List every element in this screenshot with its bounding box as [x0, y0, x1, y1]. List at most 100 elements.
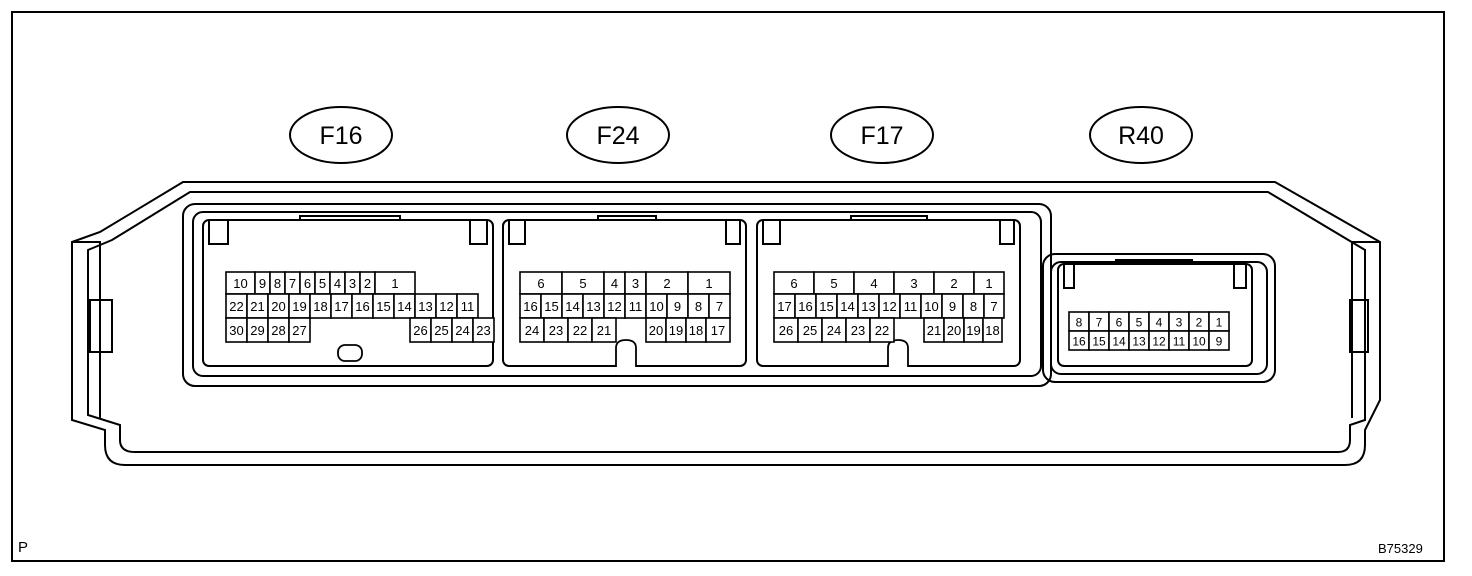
- pin-number: 15: [376, 299, 390, 314]
- callout-ellipse: [830, 106, 934, 164]
- pin-number: 11: [629, 299, 643, 314]
- pin-number: 1: [705, 276, 712, 291]
- pin-number: 6: [1116, 316, 1123, 330]
- pin-number: 23: [851, 323, 865, 338]
- pin-number: 26: [779, 323, 793, 338]
- pin-number: 13: [1132, 335, 1146, 349]
- pin-number: 18: [689, 323, 703, 338]
- pin-number: 22: [229, 299, 243, 314]
- pin-number: 2: [950, 276, 957, 291]
- pin-cell: [543, 317, 569, 343]
- guide-pin-slot: [337, 344, 363, 362]
- connector-callout-f24: F24: [566, 106, 670, 164]
- pin-number: 3: [1176, 316, 1183, 330]
- pin-number: 13: [861, 299, 875, 314]
- connector-callout-r40: R40: [1089, 106, 1193, 164]
- pin-number: 27: [292, 323, 306, 338]
- pin-cell: [472, 317, 495, 343]
- pin-number: 5: [319, 276, 326, 291]
- pin-number: 8: [695, 299, 702, 314]
- pin-number: 22: [573, 323, 587, 338]
- pin-number: 9: [1216, 335, 1223, 349]
- pin-number: 25: [803, 323, 817, 338]
- pin-number: 5: [579, 276, 586, 291]
- connector-key-r40: [1063, 259, 1247, 289]
- connector-key-f16: [208, 215, 488, 245]
- pin-number: 11: [1173, 335, 1186, 349]
- pin-cell: [773, 317, 799, 343]
- pin-number: 20: [271, 299, 285, 314]
- pin-number: 20: [947, 323, 961, 338]
- pin-number: 6: [304, 276, 311, 291]
- pin-number: 6: [790, 276, 797, 291]
- connector-label: F16: [319, 122, 362, 150]
- pin-number: 8: [970, 299, 977, 314]
- callout-ellipse: [1089, 106, 1193, 164]
- pin-number: 21: [250, 299, 264, 314]
- pin-number: 30: [229, 323, 243, 338]
- pin-number: 12: [1152, 335, 1166, 349]
- pin-cell: [869, 317, 895, 343]
- pin-number: 1: [1216, 316, 1223, 330]
- pin-number: 19: [292, 299, 306, 314]
- pin-number: 6: [537, 276, 544, 291]
- pin-number: 18: [313, 299, 327, 314]
- pin-number: 12: [882, 299, 896, 314]
- pin-number: 23: [549, 323, 563, 338]
- pin-number: 16: [355, 299, 369, 314]
- pin-cell: [1208, 330, 1230, 351]
- pin-number: 4: [1156, 316, 1163, 330]
- pin-number: 3: [632, 276, 639, 291]
- pin-cell: [288, 317, 311, 343]
- pin-number: 19: [966, 323, 980, 338]
- pin-number: 15: [1092, 335, 1106, 349]
- pin-number: 10: [649, 299, 663, 314]
- pin-number: 8: [274, 276, 281, 291]
- pin-number: 16: [523, 299, 537, 314]
- pin-number: 16: [798, 299, 812, 314]
- connector-callouts: F16 F24 F17 R40: [289, 106, 1193, 164]
- pin-cell: [797, 317, 823, 343]
- pin-number: 24: [455, 323, 469, 338]
- callout-ellipse: [289, 106, 393, 164]
- pin-cell: [705, 317, 731, 343]
- pin-number: 3: [910, 276, 917, 291]
- pin-number: 13: [586, 299, 600, 314]
- connector-label: F24: [596, 122, 639, 150]
- pin-number: 1: [391, 276, 398, 291]
- pin-number: 14: [1112, 335, 1126, 349]
- connector-label: R40: [1118, 122, 1164, 150]
- connector-label: F17: [860, 122, 903, 150]
- pin-number: 11: [461, 299, 475, 314]
- pin-number: 5: [830, 276, 837, 291]
- callout-ellipse: [566, 106, 670, 164]
- pin-number: 21: [927, 323, 941, 338]
- pin-number: 4: [870, 276, 877, 291]
- connector-body-r40: [1057, 263, 1253, 367]
- pin-cell: [821, 317, 847, 343]
- pin-number: 7: [1096, 316, 1103, 330]
- pin-number: 24: [525, 323, 539, 338]
- connector-bodies: [202, 215, 1253, 367]
- pin-number: 18: [985, 323, 999, 338]
- connector-key-f24: [508, 215, 741, 245]
- pin-cell: [982, 317, 1003, 343]
- pin-number: 24: [827, 323, 841, 338]
- figure-id: B75329: [1378, 541, 1423, 556]
- ecu-housing: [71, 181, 1381, 466]
- pin-number: 8: [1076, 316, 1083, 330]
- pin-number: 16: [1072, 335, 1086, 349]
- pin-number: 19: [669, 323, 683, 338]
- pin-number: 15: [544, 299, 558, 314]
- pin-number: 26: [413, 323, 427, 338]
- pin-cell: [845, 317, 871, 343]
- pin-number: 4: [611, 276, 618, 291]
- pin-number: 25: [434, 323, 448, 338]
- connector-callout-f16: F16: [289, 106, 393, 164]
- connector-key-f17: [762, 215, 1015, 245]
- pin-number: 20: [649, 323, 663, 338]
- pin-number: 29: [250, 323, 264, 338]
